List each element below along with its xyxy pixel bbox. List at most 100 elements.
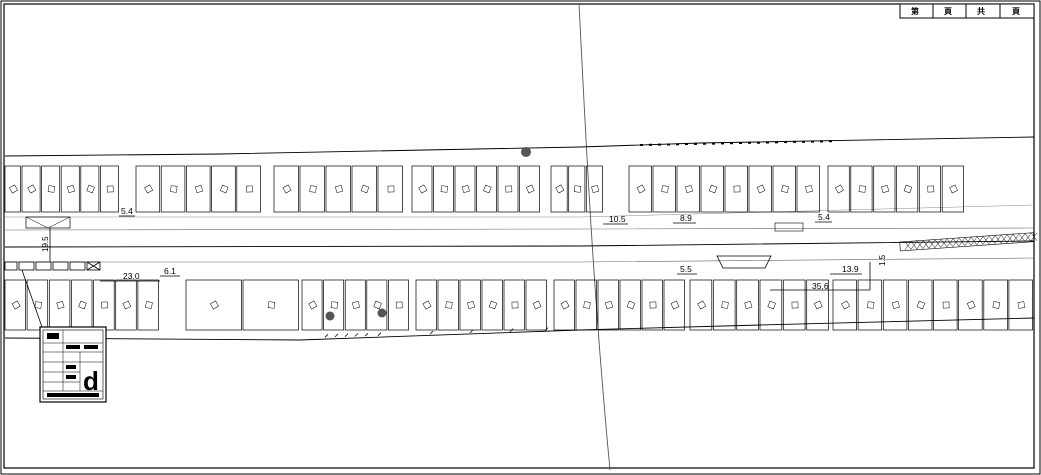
plot-north	[873, 165, 896, 213]
plot-north	[652, 165, 676, 213]
plot-north	[748, 165, 772, 213]
plot-south	[503, 279, 525, 331]
plot-south	[782, 279, 806, 331]
plot-south	[641, 279, 663, 331]
dimension-label-5-4-b: 5.4	[818, 212, 830, 222]
hatched-band-northwest	[25, 216, 71, 229]
plot-north	[585, 165, 603, 213]
plot-north	[411, 165, 433, 213]
frontage-marker-north	[829, 140, 832, 143]
dimension-leaders-south	[100, 262, 871, 291]
frontage-marker-north	[748, 141, 751, 144]
plot-north	[568, 165, 586, 213]
plot-south	[415, 279, 437, 331]
plot-south	[71, 279, 93, 331]
dimension-label-8-9: 8.9	[680, 213, 692, 223]
frontage-marker-north	[649, 143, 652, 146]
frontage-marker-north	[757, 141, 760, 144]
dimension-label-35-6: 35.6	[812, 281, 829, 291]
frontage-markers	[324, 327, 549, 338]
plot-north	[850, 165, 873, 213]
frontage-marker-north	[730, 142, 733, 145]
plot-north	[80, 165, 100, 213]
frontage-marker	[509, 328, 514, 332]
plot-north	[772, 165, 796, 213]
plot-south	[366, 279, 388, 331]
dimension-vertical-west: 19.5	[41, 228, 51, 262]
plot-north	[60, 165, 80, 213]
frontage-marker-north	[802, 140, 805, 143]
title-block-sheet-label: 第	[911, 6, 919, 16]
plot-north	[476, 165, 497, 213]
frontage-marker-north	[784, 141, 787, 144]
plot-north	[724, 165, 748, 213]
plot-north	[433, 165, 454, 213]
frontage-marker-north	[676, 143, 679, 146]
dimension-label-6-1: 6.1	[164, 266, 176, 276]
frontage-marker	[344, 333, 349, 337]
frontage-marker-north	[811, 140, 814, 143]
plot-north	[351, 165, 377, 213]
frontage-marker-north	[739, 142, 742, 144]
south-building-plots	[4, 279, 1033, 331]
plot-south	[712, 279, 736, 331]
plot-south	[301, 279, 323, 331]
frontage-marker-north	[640, 144, 643, 146]
plot-south	[597, 279, 619, 331]
frontage-markers-north	[640, 140, 832, 146]
frontage-marker-north	[820, 140, 823, 143]
plot-south	[26, 279, 49, 331]
plot-north	[550, 165, 568, 213]
dimension-label-5-5: 5.5	[680, 264, 692, 274]
plot-south	[93, 279, 115, 331]
plot-north	[454, 165, 476, 213]
plot-south	[575, 279, 597, 331]
plot-north	[273, 165, 299, 213]
plot-south	[388, 279, 409, 331]
dimension-label-1-5: 1.5	[878, 254, 887, 266]
plot-north	[186, 165, 211, 213]
plot-south	[459, 279, 481, 331]
inner-frame	[3, 3, 1035, 469]
frontage-marker	[377, 332, 382, 336]
plot-north	[628, 165, 652, 213]
title-block-page-label: 頁	[944, 7, 952, 16]
frontage-marker-north	[793, 140, 796, 143]
plot-south	[525, 279, 547, 331]
plot-north	[896, 165, 919, 213]
plot-north	[21, 165, 41, 213]
plot-south	[806, 279, 829, 331]
plot-north	[325, 165, 351, 213]
north-building-plots	[4, 165, 964, 213]
plot-north	[100, 165, 119, 213]
frontage-marker-north	[685, 143, 688, 146]
plot-north	[918, 165, 941, 213]
plot-north	[827, 165, 850, 213]
plot-south	[4, 279, 26, 331]
frontage-marker	[469, 329, 474, 334]
dimension-label-23-0: 23.0	[123, 271, 140, 281]
title-block-total-label: 共	[977, 6, 985, 16]
plot-north	[41, 165, 61, 213]
plot-north	[135, 165, 161, 213]
dimension-leaders-north	[119, 215, 832, 225]
plot-north	[4, 165, 21, 213]
plot-north	[796, 165, 820, 213]
frontage-marker-north	[667, 143, 670, 146]
plot-north	[700, 165, 724, 213]
plot-north	[299, 165, 325, 213]
frontage-marker	[429, 330, 434, 335]
plot-south	[663, 279, 685, 331]
plot-south	[689, 279, 713, 331]
frontage-marker	[354, 333, 359, 337]
plate-letter: d	[83, 366, 99, 396]
plot-south	[242, 279, 299, 331]
dimension-label-10-5: 10.5	[609, 214, 626, 224]
plot-south	[344, 279, 366, 331]
dimension-label-5-4-a: 5.4	[121, 206, 133, 216]
title-block-pages-label: 頁	[1012, 7, 1020, 16]
plot-south	[983, 279, 1008, 331]
title-block: 第 頁 共 頁	[899, 3, 1035, 19]
plot-south	[48, 279, 71, 331]
plot-south	[908, 279, 933, 331]
